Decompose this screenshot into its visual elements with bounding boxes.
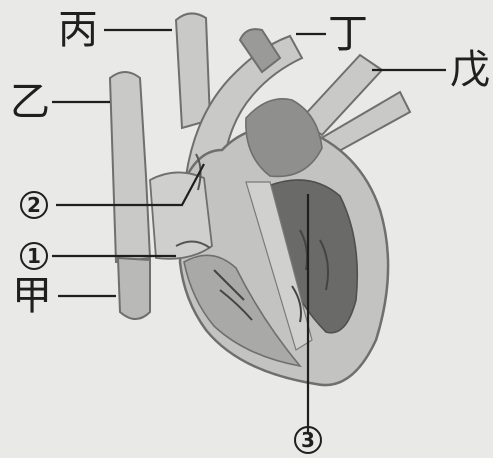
label-part-1: 1: [20, 242, 48, 270]
inferior-vena-cava: [118, 258, 150, 319]
label-part-3: 3: [294, 426, 322, 454]
label-jia: 甲: [12, 276, 52, 316]
label-ding: 丁: [328, 14, 368, 54]
label-part-2: 2: [20, 191, 48, 219]
right-atrium: [150, 172, 212, 258]
label-bing: 丙: [58, 10, 98, 50]
label-wu: 戊: [450, 50, 490, 90]
vena-cava-left: [110, 72, 150, 262]
label-yi: 乙: [10, 82, 50, 122]
superior-vena-cava: [176, 13, 210, 128]
